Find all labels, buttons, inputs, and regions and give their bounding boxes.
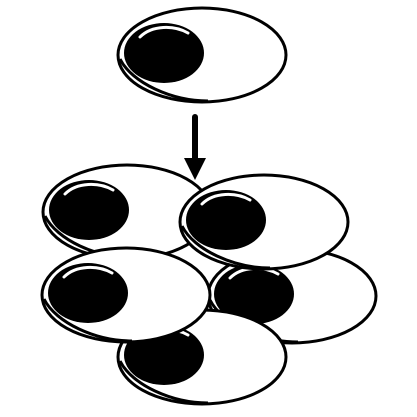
cluster-cell-mid-left <box>40 246 212 344</box>
down-arrow-icon <box>184 114 206 180</box>
cell-cluster-icon <box>40 163 378 406</box>
single-cell-icon <box>116 6 288 104</box>
cluster-cell-top-right <box>178 173 350 271</box>
